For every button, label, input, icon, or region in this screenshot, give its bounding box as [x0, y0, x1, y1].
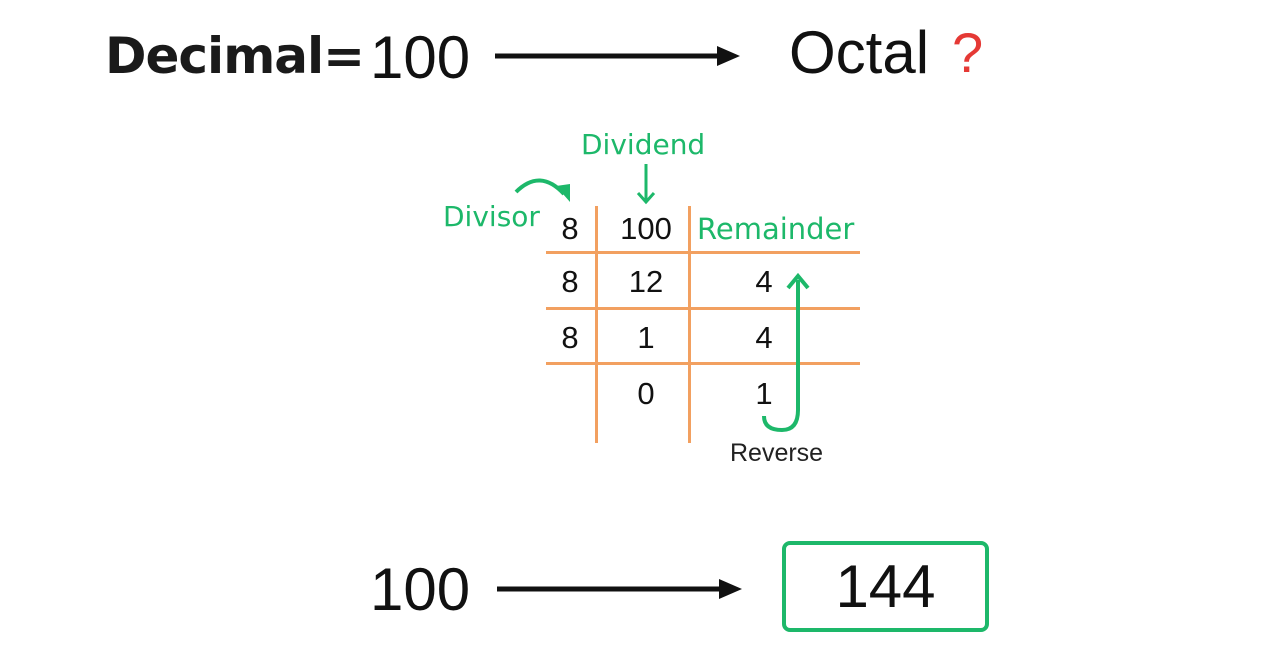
dividend-arrow-icon [636, 164, 656, 205]
divisor-cell: 8 [561, 264, 579, 299]
dividend-label: Dividend [581, 128, 706, 161]
grid-row-line-1 [546, 251, 860, 254]
divisor-arrow-icon [514, 178, 570, 202]
remainder-cell: 4 [755, 264, 773, 299]
grid-divider-left [595, 206, 598, 443]
reverse-label: Reverse [730, 439, 824, 467]
result-input-value: 100 [370, 556, 471, 623]
divisor-cell: 8 [561, 320, 579, 355]
arrow-right-icon [495, 46, 740, 66]
arrow-right-icon [497, 579, 742, 599]
question-mark: ? [952, 21, 984, 84]
reverse-arrow-icon [762, 272, 810, 433]
remainder-label: Remainder [697, 212, 855, 246]
result-box: 144 [782, 541, 989, 632]
grid-row-line-2 [546, 307, 860, 310]
result-octal-value: 144 [835, 553, 936, 620]
quotient-cell: 12 [628, 264, 664, 299]
decimal-value: 100 [370, 24, 471, 91]
grid-divider-right [688, 206, 691, 443]
remainder-cell: 4 [755, 320, 773, 355]
decimal-label: Decimal= [105, 27, 365, 85]
quotient-cell: 1 [637, 320, 655, 355]
remainder-cell: 1 [755, 376, 773, 411]
quotient-cell: 100 [620, 211, 672, 246]
octal-label: Octal [789, 19, 930, 86]
divisor-label: Divisor [443, 200, 540, 233]
grid-row-line-3 [546, 362, 860, 365]
quotient-cell: 0 [637, 376, 655, 411]
divisor-cell: 8 [561, 211, 579, 246]
